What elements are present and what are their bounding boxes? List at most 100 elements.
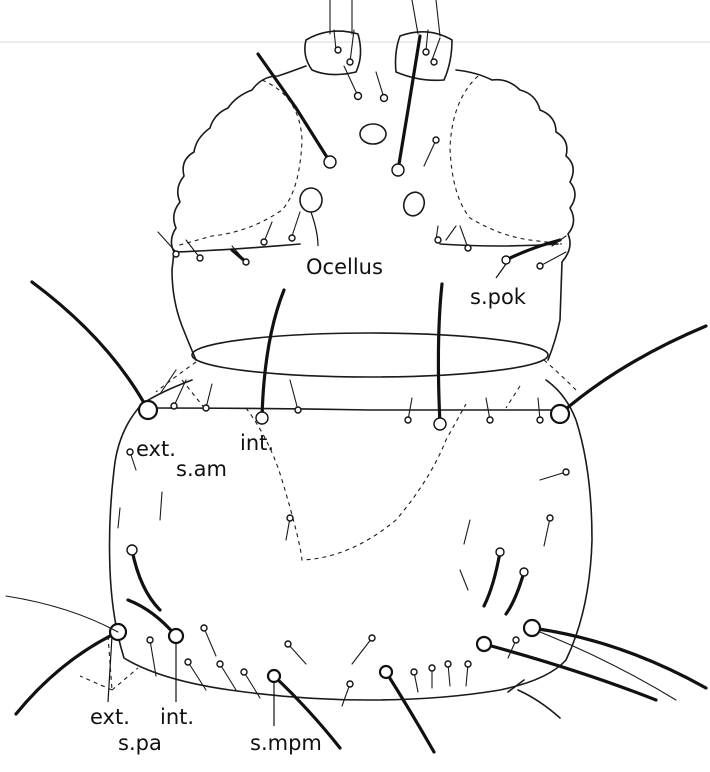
ext-pa-hair [6, 596, 118, 632]
head-seta-socket [324, 156, 336, 168]
seta-socket [369, 635, 375, 641]
seta-socket [513, 637, 519, 643]
seta-socket [285, 641, 291, 647]
right-pa-seta-2 [532, 628, 706, 688]
int-pa-socket [169, 629, 183, 643]
seta-socket [496, 548, 504, 556]
right-int-am-socket [434, 418, 446, 430]
seta-socket [537, 417, 543, 423]
collar-ellipse [192, 333, 548, 377]
right-pa-socket-1 [477, 637, 491, 651]
seta-socket [537, 263, 543, 269]
seta-socket [411, 669, 417, 675]
ext-am-socket [139, 401, 157, 419]
left-antennal-base [305, 31, 361, 74]
label-int-am: int. [240, 431, 274, 455]
label-s-am: s.am [176, 457, 227, 481]
seta-socket [335, 47, 341, 53]
head-seta-socket [392, 164, 404, 176]
seta-socket [520, 568, 528, 576]
neck-collar [156, 333, 576, 392]
median-ocellus [360, 124, 386, 144]
right-disc-seta-1 [484, 552, 500, 606]
seta-socket [435, 237, 441, 243]
left-disc-seta [132, 550, 160, 610]
right-eye-border [450, 76, 562, 244]
right-antenna [412, 0, 440, 36]
right-anterior-seta [560, 326, 706, 414]
thorax-outline [110, 380, 593, 700]
right-pleural-mark [508, 680, 560, 718]
seta-socket [203, 405, 209, 411]
seta-socket [261, 239, 267, 245]
right-ocellus [400, 189, 427, 218]
s-pok-leader [496, 264, 506, 278]
seta-socket [487, 417, 493, 423]
seta-socket [217, 661, 223, 667]
seta-socket [431, 59, 437, 65]
seta-socket [185, 659, 191, 665]
seta-socket [347, 681, 353, 687]
int-pa-seta [128, 600, 176, 636]
s-pok-socket [502, 256, 510, 264]
seta-socket [289, 235, 295, 241]
seta-socket [423, 49, 429, 55]
left-antenna [330, 0, 352, 34]
s-mpm-seta-right [386, 672, 434, 752]
ext-am-seta [32, 282, 148, 410]
seta-socket [429, 665, 435, 671]
head-capsule [171, 66, 575, 360]
seta-socket [287, 515, 293, 521]
seta-socket [381, 95, 388, 102]
label-ext-pa: ext. [90, 705, 130, 729]
posterior-small-setae [150, 628, 516, 706]
thorax [6, 282, 706, 752]
head-lower-setae [158, 140, 468, 262]
seta-socket [241, 669, 247, 675]
label-s-pa: s.pa [118, 731, 162, 755]
seta-socket [171, 403, 177, 409]
seta-socket [173, 251, 179, 257]
seta-socket [295, 407, 301, 413]
seta-socket [563, 469, 569, 475]
thorax-anterior-suture [148, 408, 560, 410]
collar-dashed-sides [156, 360, 576, 392]
right-anterior-socket [551, 405, 569, 423]
seta-socket [405, 417, 411, 423]
left-eye-border [176, 80, 302, 246]
seta-socket [465, 661, 471, 667]
label-ext-am: ext. [136, 437, 176, 461]
ocellus-leader [311, 212, 318, 246]
label-s-pok: s.pok [470, 285, 527, 309]
seta-socket [127, 449, 133, 455]
s-mpm-socket-left [268, 670, 280, 682]
seta-socket [465, 245, 471, 251]
seta-socket [355, 93, 362, 100]
s-pok-seta [506, 240, 560, 260]
seta-socket [127, 545, 137, 555]
scutellum-outline [246, 404, 466, 560]
ext-pa-seta [16, 632, 118, 714]
right-int-am-seta [438, 284, 442, 424]
label-ocellus: Ocellus [306, 255, 383, 279]
seta-socket [243, 259, 249, 265]
right-antennal-base [396, 32, 453, 81]
seta-socket [445, 661, 451, 667]
int-am-seta [262, 290, 284, 418]
seta-socket [197, 255, 203, 261]
seta-socket [547, 515, 553, 521]
int-am-socket [256, 412, 268, 424]
collar-links [182, 380, 520, 410]
right-disc-seta-2 [506, 572, 524, 614]
seta-socket [347, 59, 353, 65]
left-ocellus [300, 188, 322, 212]
seta-socket [201, 625, 207, 631]
label-int-pa: int. [160, 705, 194, 729]
right-pa-socket-2 [524, 620, 540, 636]
head-seta-right-major [398, 36, 420, 170]
s-mpm-socket-right [380, 666, 392, 678]
label-s-mpm: s.mpm [250, 731, 322, 755]
seta-socket [433, 137, 439, 143]
